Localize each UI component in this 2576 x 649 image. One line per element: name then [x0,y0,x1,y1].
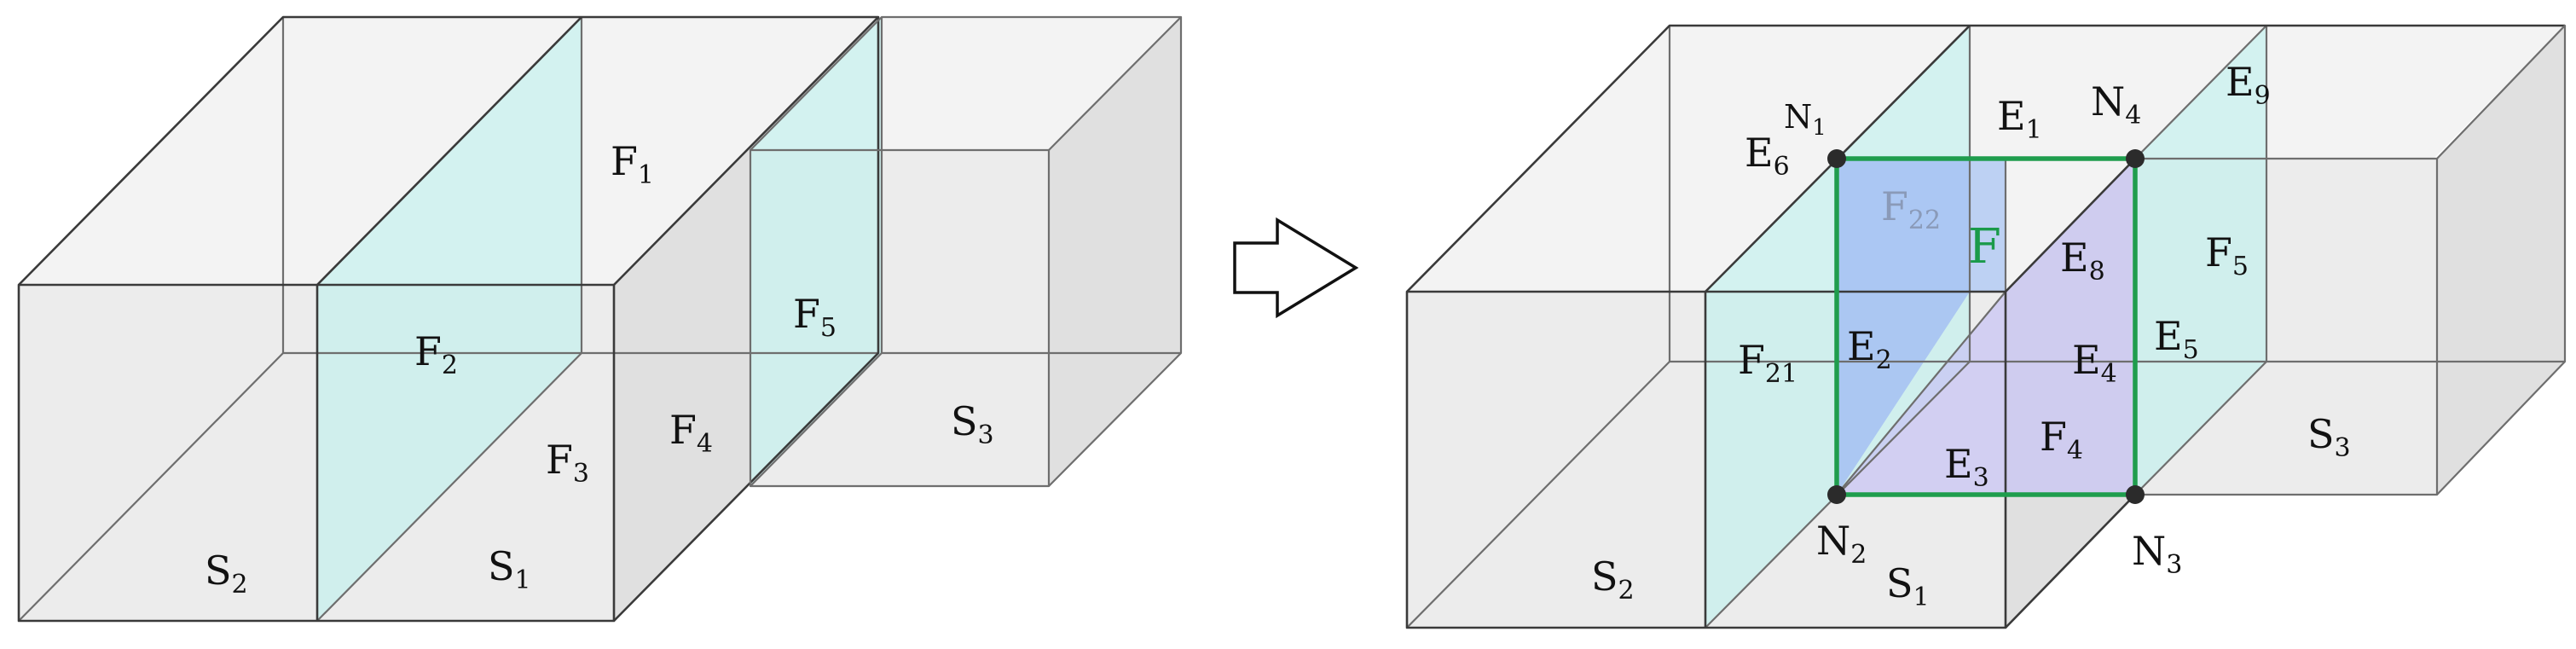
right-label-E3: E3 [1944,441,1989,493]
left-label-S3: S3 [951,398,994,450]
right-label-N2: N2 [1816,518,1867,570]
left-s3-right-outline [1048,17,1183,487]
right-right-face [2437,26,2565,495]
right-label-E6: E6 [1745,130,1790,182]
left-right-outline [613,17,880,622]
right-label-S2: S2 [1591,553,1635,606]
left-label-S2: S2 [205,548,248,600]
left-diagram: F1 F2 F3 F4 F5 S1 S2 S3 [17,15,1183,623]
right-back-diag [1406,361,1670,629]
right-top-outline [1406,24,2565,293]
left-face-F2 [317,17,582,621]
right-label-E5: E5 [2154,313,2199,365]
right-label-F4: F4 [2040,414,2083,466]
left-label-S1: S1 [488,543,531,595]
node-N1 [1827,149,1846,168]
right-face-F5 [2135,26,2266,495]
right-label-S1: S1 [1886,560,1930,612]
right-E3 [1836,291,2006,495]
hollow-right-arrow-icon [1233,217,1359,319]
right-label-F22: F22 [1881,183,1941,235]
left-mid-diag [316,352,582,622]
right-label-N3: N3 [2132,528,2182,580]
left-label-F5: F5 [793,291,836,343]
right-label-F5: F5 [2205,229,2249,281]
node-N3 [2126,485,2145,504]
right-face-F-purple [1837,159,2135,495]
left-label-F4: F4 [669,407,713,459]
right-n3-back-diag [2134,361,2267,495]
right-s3-right-outline [2436,24,2567,495]
right-label-S3: S3 [2307,411,2351,463]
right-label-E2: E2 [1847,323,1892,375]
left-mid-top-diag [316,16,582,286]
right-label-E9: E9 [2226,59,2271,111]
right-label-F21: F21 [1738,337,1797,389]
left-back-diag [18,352,284,622]
left-s3-back-diag [750,352,883,487]
left-face-F5 [750,17,882,486]
right-n4-back-diag [2134,25,2267,159]
left-label-F2: F2 [414,328,458,380]
left-label-F3: F3 [546,437,589,489]
right-label-E1: E1 [1997,93,2042,145]
node-N2 [1827,485,1846,504]
right-label-E8: E8 [2060,235,2105,287]
right-label-N4: N4 [2091,78,2141,130]
right-s1-top-diag [2005,158,2136,293]
right-s3-outline [2135,157,2439,496]
right-s1-bottom-diag [2005,494,2136,629]
node-N4 [2126,149,2145,168]
left-s3-right-face [1049,17,1181,486]
right-label-F: F [1968,219,2001,275]
right-face-F-blue [1837,159,2006,495]
right-label-E4: E4 [2072,337,2117,389]
left-label-F1: F1 [611,138,654,190]
left-s3-top-outline [750,15,1183,151]
right-label-N1: N1 [1784,98,1826,141]
right-diagram: N1 E6 E1 N4 E9 F22 F E8 F5 F21 E2 E4 E5 … [1405,24,2567,629]
